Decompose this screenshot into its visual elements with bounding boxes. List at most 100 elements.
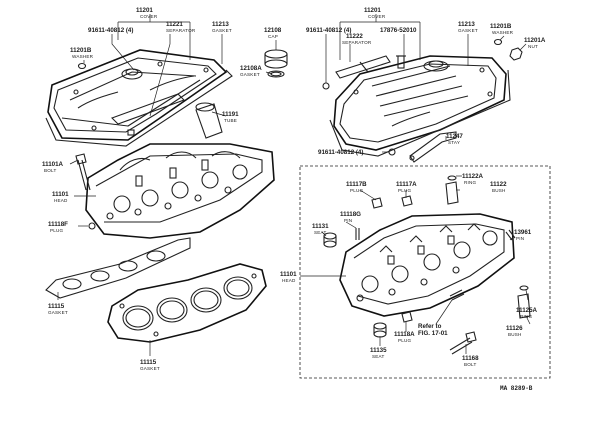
label-cover-right-sub: COVER — [368, 14, 386, 19]
label-seat-bottom-num: 11135 — [370, 347, 387, 354]
label-washer-left-sub: WASHER — [72, 54, 94, 59]
label-pin-right-num: 13961 — [514, 229, 532, 236]
label-head-right-sub: HEAD — [282, 278, 296, 283]
leader-lines — [57, 14, 531, 356]
label-ring-a-sub: RING — [464, 180, 477, 185]
part-labels: 11201 COVER 91611-40812 (4) 11221 SEPARA… — [42, 7, 546, 392]
label-ring-a-num: 11122A — [462, 173, 484, 180]
label-cover-left-num: 11201 — [136, 7, 153, 14]
label-seat-bottom-sub: SEAT — [372, 354, 384, 359]
label-washer-right-num: 11201B — [490, 23, 512, 30]
bush-11126 — [517, 293, 531, 319]
bush-11122 — [445, 181, 459, 205]
refer-bolts — [449, 289, 465, 301]
label-pin-g-num: 11118G — [340, 211, 361, 218]
label-cover-right-num: 11201 — [364, 7, 381, 14]
label-ring-b-num: 11125A — [516, 307, 538, 314]
label-gasket-right-cover-sub: GASKET — [458, 28, 478, 33]
label-seat-top-num: 11131 — [312, 223, 329, 230]
left-cover-bolt-clip — [127, 129, 135, 136]
right-valve-cover — [333, 55, 507, 151]
label-refer-line1: Refer to — [418, 323, 442, 330]
label-bolt-right-top: 91611-40812 (4) — [306, 27, 351, 34]
label-cover-left-sub: COVER — [140, 14, 158, 19]
label-plug-b-sub: PLUG — [350, 188, 364, 193]
label-plug-b-num: 11117B — [346, 181, 367, 188]
label-plug-left-num: 11118F — [48, 221, 68, 228]
left-valve-cover — [47, 49, 228, 141]
label-seat-top-sub: SEAT — [314, 230, 326, 235]
label-plug-a-sub: PLUG — [398, 188, 412, 193]
right-head-subassembly-frame — [299, 165, 551, 379]
ring-11122a — [447, 175, 457, 181]
plug-11118a — [401, 311, 413, 323]
label-cap-sub: CAP — [268, 34, 278, 39]
label-separator-right-num: 11222 — [346, 33, 363, 40]
right-cover-bolt-ring — [322, 82, 330, 90]
left-head-bolt — [75, 153, 91, 191]
label-part-17876: 17876-52010 — [380, 27, 417, 34]
label-gasket-left-cover-num: 11213 — [212, 21, 229, 28]
label-bush-bottom-sub: BUSH — [508, 332, 522, 337]
label-bolt-bottom-num: 11168 — [462, 355, 479, 362]
diagram-code: MA 8289-B — [500, 385, 533, 392]
left-cylinder-head — [85, 143, 275, 239]
label-stay-sub: STAY — [448, 140, 460, 145]
label-separator-right-sub: SEPARATOR — [342, 40, 372, 45]
right-separator — [335, 55, 391, 79]
right-nut — [509, 47, 523, 61]
right-bracket-17876 — [396, 55, 406, 69]
label-plug-18a-num: 11118A — [394, 331, 415, 338]
right-cover-gasket — [329, 69, 511, 157]
label-head-left-sub: HEAD — [54, 198, 68, 203]
seat-11131 — [323, 232, 337, 248]
label-pin-g-sub: PIN — [344, 218, 352, 223]
label-washer-right-sub: WASHER — [492, 30, 514, 35]
label-bolt-head-num: 11101A — [42, 161, 64, 168]
label-plug-left-sub: PLUG — [50, 228, 64, 233]
label-plug-18a-sub: PLUG — [398, 338, 412, 343]
label-stay-num: 11247 — [446, 133, 463, 140]
label-gasket-head-num: 11115 — [140, 359, 157, 366]
label-gasket-left-cover-sub: GASKET — [212, 28, 232, 33]
ring-11125a — [519, 285, 529, 291]
label-cap-gasket-sub: GASKET — [240, 72, 260, 77]
label-washer-left-num: 11201B — [70, 47, 92, 54]
left-cover-gasket — [45, 69, 233, 147]
left-separator — [111, 93, 185, 125]
label-nut-right-sub: NUT — [528, 44, 538, 49]
cylinder-head-gasket — [107, 263, 267, 343]
label-pin-right-sub: PIN — [516, 236, 524, 241]
label-gasket-right-cover-num: 11213 — [458, 21, 475, 28]
label-separator-left-num: 11221 — [166, 21, 183, 28]
label-tube-sub: TUBE — [224, 118, 237, 123]
label-gasket-small-num: 11115 — [48, 303, 65, 310]
plug-11117a — [401, 195, 413, 207]
oil-tube — [195, 102, 223, 139]
pin-11118g — [355, 228, 360, 240]
label-cap-num: 12108 — [264, 27, 282, 34]
left-washer — [77, 62, 87, 70]
label-gasket-head-sub: GASKET — [140, 366, 160, 371]
right-cylinder-head — [339, 213, 515, 317]
label-gasket-small-sub: GASKET — [48, 310, 68, 315]
label-tube-num: 11191 — [222, 111, 239, 118]
seat-11135 — [373, 322, 387, 338]
label-plug-a-num: 11117A — [396, 181, 417, 188]
label-separator-left-sub: SEPARATOR — [166, 28, 196, 33]
label-head-right-num: 11101 — [280, 271, 297, 278]
label-bush-top-num: 11122 — [490, 181, 507, 188]
plug-11117b — [371, 197, 383, 209]
small-intake-gasket — [45, 237, 191, 299]
label-head-left-num: 11101 — [52, 191, 69, 198]
right-washer — [493, 38, 503, 46]
label-nut-right-num: 11201A — [524, 37, 546, 44]
label-bush-top-sub: BUSH — [492, 188, 506, 193]
label-cap-gasket-num: 12108A — [240, 65, 262, 72]
stay-bracket — [409, 131, 457, 163]
label-bolt-left-top: 91611-40812 (4) — [88, 27, 133, 34]
label-bolt-bottom-sub: BOLT — [464, 362, 476, 367]
label-bush-bottom-num: 11126 — [506, 325, 523, 332]
